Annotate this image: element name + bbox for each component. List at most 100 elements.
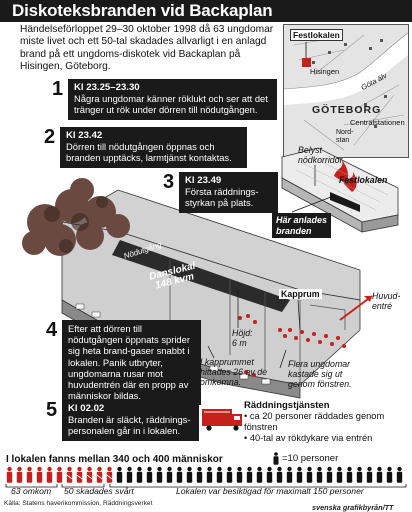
step-3-time: Kl 23.49	[185, 175, 222, 186]
step-5: 5 Kl 02.02 Branden är släckt, räddnings-…	[46, 400, 199, 441]
person-icon	[146, 466, 153, 483]
step-5-time: Kl 02.02	[68, 403, 105, 414]
person-icon	[166, 466, 173, 483]
step-2-text: Dörren till nödutgången öppnas och brand…	[66, 141, 232, 164]
source-note: Källa: Statens haverikommission, Räddnin…	[4, 500, 153, 507]
credit: svenska grafikbyrån/TT	[312, 503, 394, 512]
person-icon-injured	[106, 466, 113, 483]
person-icon	[356, 466, 363, 483]
label-flera-ungdomar: Flera ungdomar kastade sig ut genom föns…	[288, 359, 352, 390]
person-icon	[326, 466, 333, 483]
step-2: 2 Kl 23.42 Dörren till nödutgången öppna…	[44, 127, 247, 168]
person-icon-dead	[36, 466, 43, 483]
map-label-hisingen: Hisingen	[310, 67, 340, 76]
person-icon	[276, 466, 283, 483]
person-icon-injured	[76, 466, 83, 483]
person-icon	[216, 466, 223, 483]
people-title: I lokalen fanns mellan 340 och 400 männi…	[6, 454, 223, 465]
person-icon-dead	[46, 466, 53, 483]
person-icon-dead	[26, 466, 33, 483]
label-skadade: 50 skadades svårt	[64, 486, 134, 496]
person-icon	[316, 466, 323, 483]
person-icon-injured	[96, 466, 103, 483]
dance-floor	[112, 240, 290, 312]
map-label-goteborg: GÖTEBORG	[312, 104, 382, 116]
person-icon-injured	[66, 466, 73, 483]
person-icon	[366, 466, 373, 483]
step-2-time: Kl 23.42	[66, 130, 103, 141]
map-graphic	[284, 25, 408, 157]
map-label-nordstan: Nord- stan	[336, 129, 354, 144]
person-icon-dead	[16, 466, 23, 483]
exit-arrow	[339, 295, 373, 321]
river-shape	[284, 33, 408, 105]
page-title: Diskoteksbranden vid Backaplan	[12, 1, 273, 20]
person-icon	[156, 466, 163, 483]
label-festlokalen: Festlokalen	[339, 175, 388, 185]
raddningstjansten: Räddningstjänsten • ca 20 personer rädda…	[244, 400, 412, 444]
people-icon-row	[5, 466, 409, 486]
intro-text: Händelseförloppet 29–30 oktober 1998 då …	[20, 24, 274, 73]
person-icon	[126, 466, 133, 483]
step-1-box: Kl 23.25–23.30 Några ungdomar känner rök…	[68, 79, 277, 120]
label-kapprummet: I kapprummet hittades 26 av de omkomna.	[200, 357, 268, 388]
label-omkom: 63 omkom	[11, 486, 52, 496]
step-3-text: Första räddnings-styrkan på plats.	[185, 186, 259, 209]
people-legend-text: =10 personer	[282, 453, 339, 464]
person-icon	[306, 466, 313, 483]
person-icon	[266, 466, 273, 483]
person-icon	[116, 466, 123, 483]
step-5-number: 5	[46, 399, 58, 421]
fire-mark	[334, 160, 349, 184]
step-5-text: Branden är släckt, räddnings-personalen …	[68, 414, 191, 437]
person-icon	[346, 466, 353, 483]
person-icon	[376, 466, 383, 483]
person-icon	[176, 466, 183, 483]
person-icon	[256, 466, 263, 483]
label-kapprum: Kapprum	[279, 289, 322, 299]
person-icon	[396, 466, 403, 483]
step-3-box: Kl 23.49 Första räddnings-styrkan på pla…	[179, 172, 278, 213]
step-3-number: 3	[163, 171, 175, 193]
person-icon	[136, 466, 143, 483]
crowd-group	[238, 314, 346, 377]
people-icons-svg	[6, 466, 403, 483]
person-icon-dead	[6, 466, 13, 483]
person-icon	[186, 466, 193, 483]
location-marker	[302, 58, 311, 67]
person-icon-injured	[86, 466, 93, 483]
step-1-time: Kl 23.25–23.30	[74, 82, 140, 93]
label-belyst-nodkorridor: Belyst nödkorridor	[298, 145, 343, 166]
person-icon	[246, 466, 253, 483]
raddning-item-1: • ca 20 personer räddades genom fönstren	[244, 411, 385, 432]
step-4: 4 Efter att dörren till nödutgången öppn…	[46, 319, 201, 406]
step-2-box: Kl 23.42 Dörren till nödutgången öppnas …	[60, 127, 247, 168]
person-icon	[206, 466, 213, 483]
raddning-item-2: • 40-tal av rökdykare via entrén	[244, 433, 373, 443]
title-bar: Diskoteksbranden vid Backaplan	[0, 0, 412, 22]
label-huvudentre: Huvud- entré	[372, 291, 401, 312]
person-icon	[226, 466, 233, 483]
step-5-box: Kl 02.02 Branden är släckt, räddnings-pe…	[62, 400, 199, 441]
label-har-anlades-branden: Här anlades branden	[272, 213, 332, 238]
step-2-number: 2	[44, 126, 56, 148]
people-legend: =10 personer	[272, 452, 338, 465]
map-label-centralstationen: Centralstationen	[350, 118, 405, 127]
raddning-heading: Räddningstjänsten	[244, 400, 330, 411]
step-1-text: Några ungdomar känner röklukt och ser at…	[74, 93, 268, 116]
step-4-number: 4	[46, 319, 58, 341]
person-icon	[196, 466, 203, 483]
festlokalen-building	[281, 147, 399, 233]
map-label-festlokalen: Festlokalen	[290, 29, 343, 41]
person-icon	[386, 466, 393, 483]
person-icon-dead	[56, 466, 63, 483]
step-1-number: 1	[52, 78, 64, 100]
person-icon	[286, 466, 293, 483]
fire-truck	[202, 409, 242, 431]
person-icon	[296, 466, 303, 483]
step-1: 1 Kl 23.25–23.30 Några ungdomar känner r…	[52, 79, 277, 120]
step-4-box: Efter att dörren till nödutgången öppnat…	[62, 320, 201, 406]
locator-map: Festlokalen Hisingen Göta älv GÖTEBORG C…	[283, 24, 409, 158]
